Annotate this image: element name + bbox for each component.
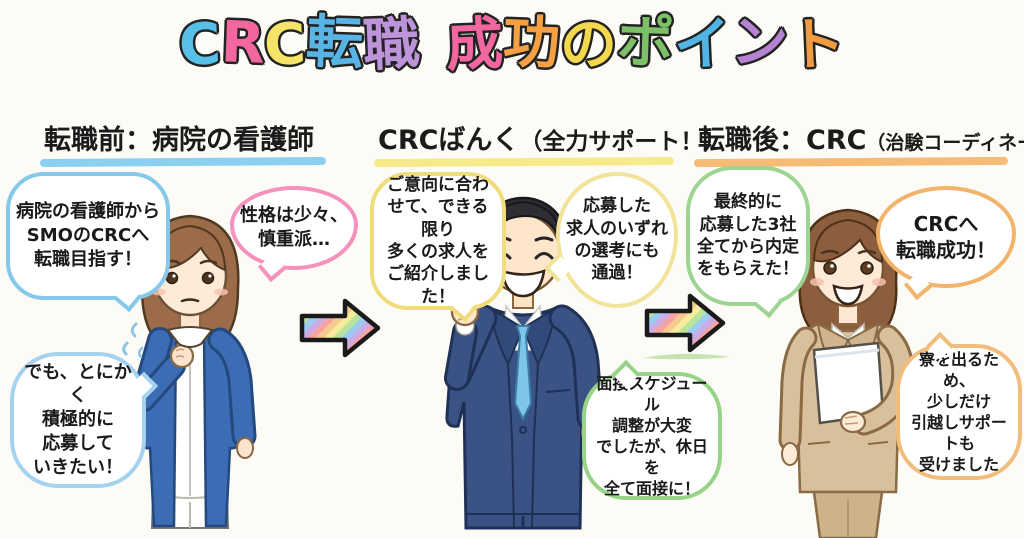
title-letter: 職: [361, 10, 422, 80]
bubble-introductions: ご意向に合わ せて、できる限り 多くの求人を ご紹介しました！: [370, 172, 506, 323]
title-letter: イ: [672, 10, 733, 80]
heading-agency-main: CRCばんく: [378, 125, 520, 156]
bubble-nurse-goal: 病院の看護師から SMOのCRCへ 転職目指す！: [6, 172, 170, 313]
title-letter: の: [558, 10, 619, 80]
title-letter: 成: [444, 10, 505, 80]
bubble-personality: 性格は少々、 慎重派…: [230, 186, 358, 283]
bubble-introductions-text: ご意向に合わ せて、できる限り 多くの求人を ご紹介しました！: [387, 174, 489, 307]
heading-before-underline: [39, 157, 327, 167]
page-title: CRC転職成功のポイント: [0, 9, 1024, 80]
bubble-success-text: CRCへ 転職成功！: [896, 211, 996, 262]
bubble-moving-support: 寮を出るため、 少しだけ 引越しサポートも 受けました: [896, 331, 1022, 480]
heading-before-text: 転職前：病院の看護師: [44, 125, 314, 156]
bubble-screening-pass-text: 応募した 求人のいずれ の選考にも 通過！: [566, 196, 668, 284]
crc-woman-illustration: [778, 208, 915, 538]
bubble-schedule-text: 面接スケジュール 調整が大変 でしたが、休日を 全て面接に！: [596, 373, 708, 499]
title-letter: R: [219, 9, 266, 77]
heading-after-main: 転職後：CRC: [698, 125, 867, 156]
bubble-nurse-goal-text: 病院の看護師から SMOのCRCへ 転職目指す！: [16, 201, 160, 270]
heading-after: 転職後：CRC（治験コーディネーター）: [693, 118, 1024, 168]
rainbow-arrow-icon: [644, 293, 726, 353]
heading-after-sub: （治験コーディネーター）: [866, 132, 1024, 154]
heading-agency: CRCばんく（全力サポート！）: [373, 118, 727, 168]
title-letter: C: [263, 11, 308, 79]
bubble-offers: 最終的に 応募した3社 全てから内定 をもらえた！: [686, 166, 810, 319]
title-letter: ト: [786, 10, 847, 80]
title-letter: 功: [502, 9, 562, 77]
bubble-attitude-text: でも、とにかく 積極的に 応募して いきたい！: [24, 361, 132, 478]
title-letter: ポ: [616, 9, 676, 77]
title-letter: 転: [305, 9, 365, 77]
title-letter: C: [177, 11, 222, 79]
bubble-moving-support-text: 寮を出るため、 少しだけ 引越しサポートも 受けました: [911, 349, 1007, 475]
bubble-attitude: でも、とにかく 積極的に 応募して いきたい！: [10, 352, 159, 488]
bubble-screening-pass: 応募した 求人のいずれ の選考にも 通過！: [543, 172, 678, 308]
bubble-personality-text: 性格は少々、 慎重派…: [240, 205, 348, 250]
ground-line: [642, 353, 730, 360]
heading-agency-underline: [373, 156, 675, 168]
bubble-success: CRCへ 転職成功！: [876, 186, 1016, 301]
rainbow-arrow-icon: [299, 298, 381, 358]
heading-before: 転職前：病院の看護師: [39, 118, 327, 167]
title-letter: [420, 62, 446, 63]
title-letter: ン: [730, 9, 790, 77]
bubble-schedule: 面接スケジュール 調整が大変 でしたが、休日を 全て面接に！: [582, 359, 722, 500]
heading-agency-sub: （全力サポート！）: [519, 129, 727, 155]
bubble-offers-text: 最終的に 応募した3社 全てから内定 をもらえた！: [697, 192, 799, 280]
